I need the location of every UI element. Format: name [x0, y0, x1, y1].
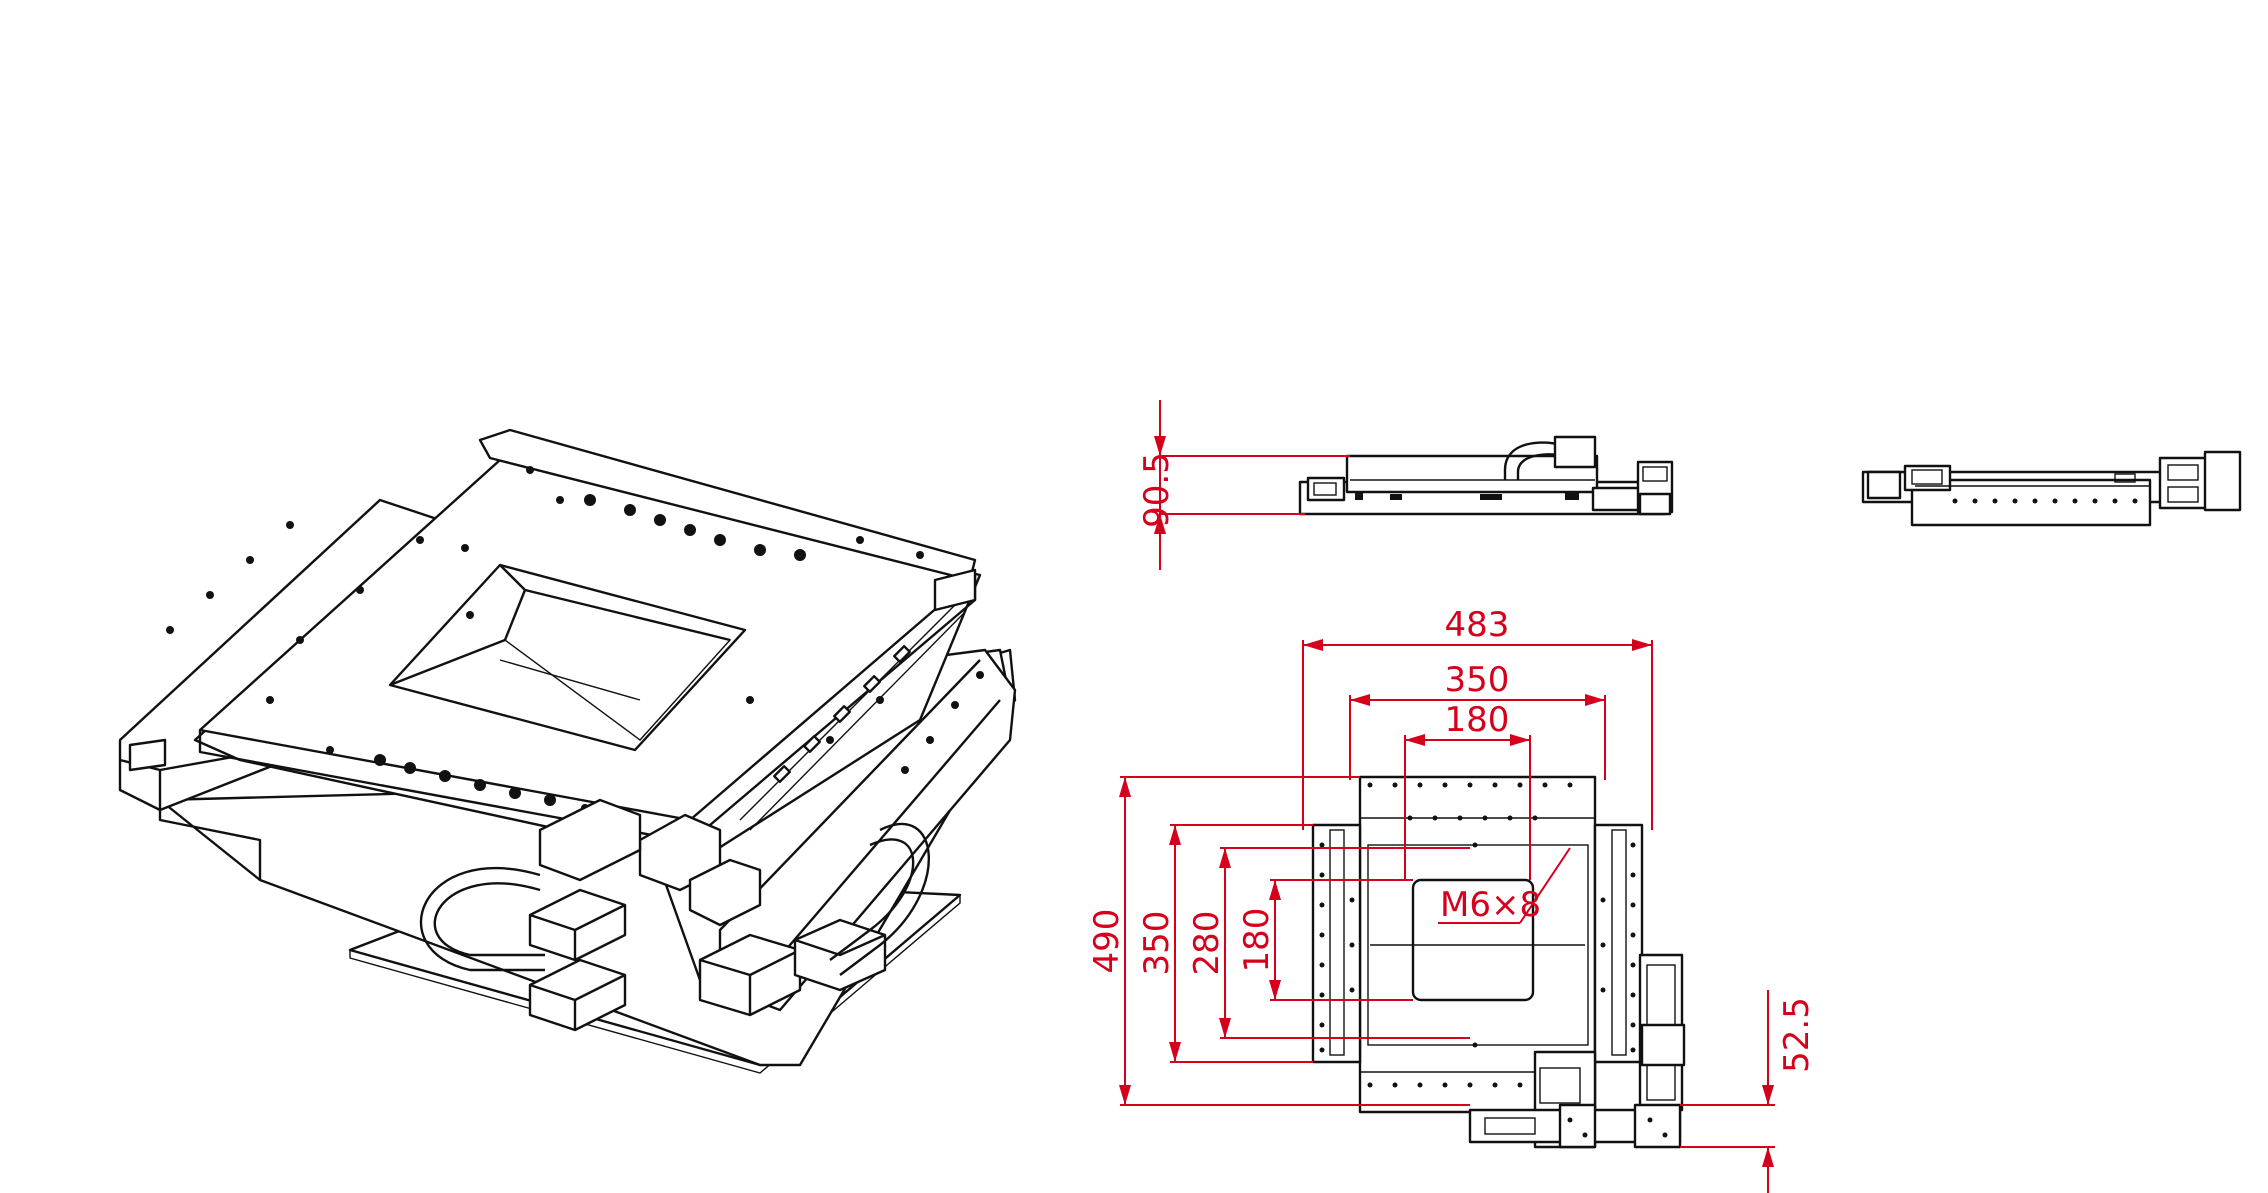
end-view-holes — [1952, 498, 2138, 504]
dim-180-width: 180 — [1445, 700, 1510, 740]
isometric-holes — [166, 466, 984, 812]
dim-180-depth: 180 — [1237, 908, 1277, 973]
dim-483: 483 — [1445, 605, 1510, 645]
isometric-view — [118, 428, 1017, 1074]
dim-490: 490 — [1087, 909, 1127, 974]
top-view-holes — [1319, 782, 1668, 1138]
isometric-rail-scale — [739, 599, 966, 831]
dimensions: 90.5 483 350 180 490 350 — [1087, 400, 1817, 1193]
top-view — [1311, 775, 1686, 1149]
dim-52-5: 52.5 — [1777, 997, 1817, 1073]
isometric-cable-chains — [419, 822, 930, 976]
end-view — [1861, 450, 2242, 527]
dim-280: 280 — [1187, 911, 1227, 976]
dim-350-width: 350 — [1445, 660, 1510, 700]
dim-90-5: 90.5 — [1137, 452, 1177, 528]
isometric-carriages — [528, 798, 887, 1032]
dim-350-depth: 350 — [1137, 911, 1177, 976]
side-view — [1298, 435, 1674, 516]
thread-callout: M6×8 — [1440, 885, 1541, 925]
